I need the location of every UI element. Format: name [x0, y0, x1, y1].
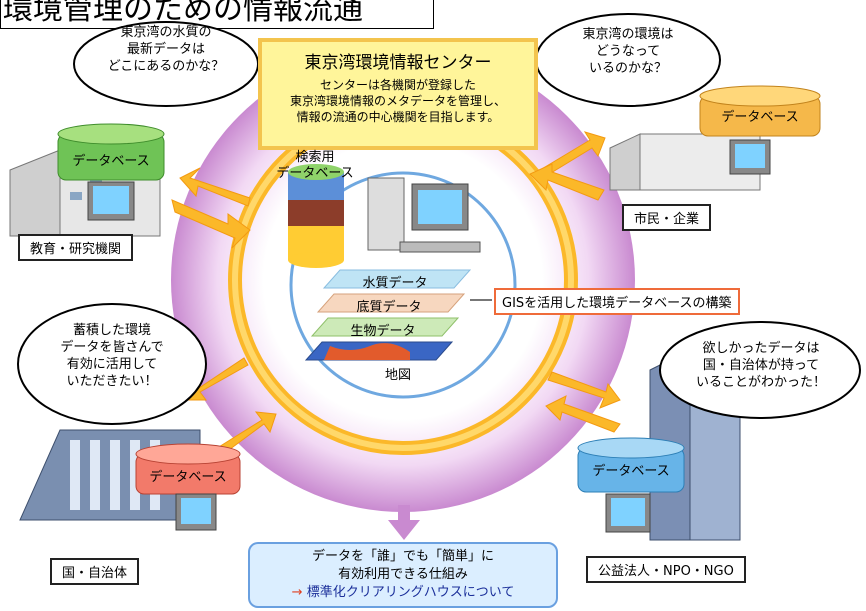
bubble-government: [17, 303, 207, 425]
data-layers: [304, 269, 472, 361]
government-label[interactable]: 国・自治体: [50, 558, 140, 585]
bottom-line-1: データを「誰」でも「簡単」に: [311, 549, 494, 564]
layer-sediment: 底質データ: [356, 300, 422, 315]
center-info-box: 東京湾環境情報センター センターは各機関が登録した 東京湾環境情報のメタデータを…: [258, 38, 538, 150]
bottom-line-2: 有効利用できる仕組み: [338, 567, 468, 582]
clearinghouse-link-row[interactable]: → 標準化クリアリングハウスについて: [250, 584, 556, 602]
center-title: 東京湾環境情報センター: [304, 53, 492, 73]
citizens-label[interactable]: 市民・企業: [622, 204, 712, 231]
layer-biology: 生物データ: [350, 324, 416, 339]
npo-building: [577, 349, 741, 541]
government-building: [19, 429, 241, 531]
government-db-label: データベース: [149, 470, 227, 485]
citizens-db-label: データベース: [721, 110, 799, 125]
bubble-government-text: 蓄積した環境 データを皆さんで 有効に活用して いただきたい！: [60, 323, 164, 389]
bottom-info-box: データを「誰」でも「簡単」に 有効利用できる仕組み → 標準化クリアリングハウス…: [248, 542, 558, 608]
search-db-label: 検索用 データベース: [276, 150, 354, 181]
education-label[interactable]: 教育・研究機関: [18, 234, 134, 261]
bubble-citizens-text: 東京湾の環境は どうなって いるのかな？: [582, 27, 674, 76]
education-db-label: データベース: [72, 154, 150, 169]
npo-label[interactable]: 公益法人・NPO・NGO: [586, 556, 746, 583]
layer-water-quality: 水質データ: [362, 276, 428, 291]
npo-db-label: データベース: [592, 464, 670, 479]
bubble-npo: [659, 321, 861, 419]
down-arrow: [388, 505, 420, 540]
bubble-npo-text: 欲しかったデータは 国・自治体が持って いることがわかった！: [695, 341, 826, 390]
center-description: センターは各機関が登録した 東京湾環境情報のメタデータを管理し、 情報の流通の中…: [289, 78, 506, 124]
bubble-education-text: 東京湾の水質の 最新データは どこにあるのかな？: [107, 25, 225, 74]
education-building: [9, 123, 165, 237]
map-label: 地図: [384, 368, 411, 383]
search-db-cylinder: [288, 164, 344, 268]
citizens-building: [609, 85, 821, 191]
computer-icon: [367, 177, 481, 253]
arrow-icon: →: [291, 585, 303, 600]
clearinghouse-link[interactable]: 標準化クリアリングハウスについて: [306, 585, 515, 600]
gis-label: GISを活用した環境データベースの構築: [494, 288, 740, 315]
